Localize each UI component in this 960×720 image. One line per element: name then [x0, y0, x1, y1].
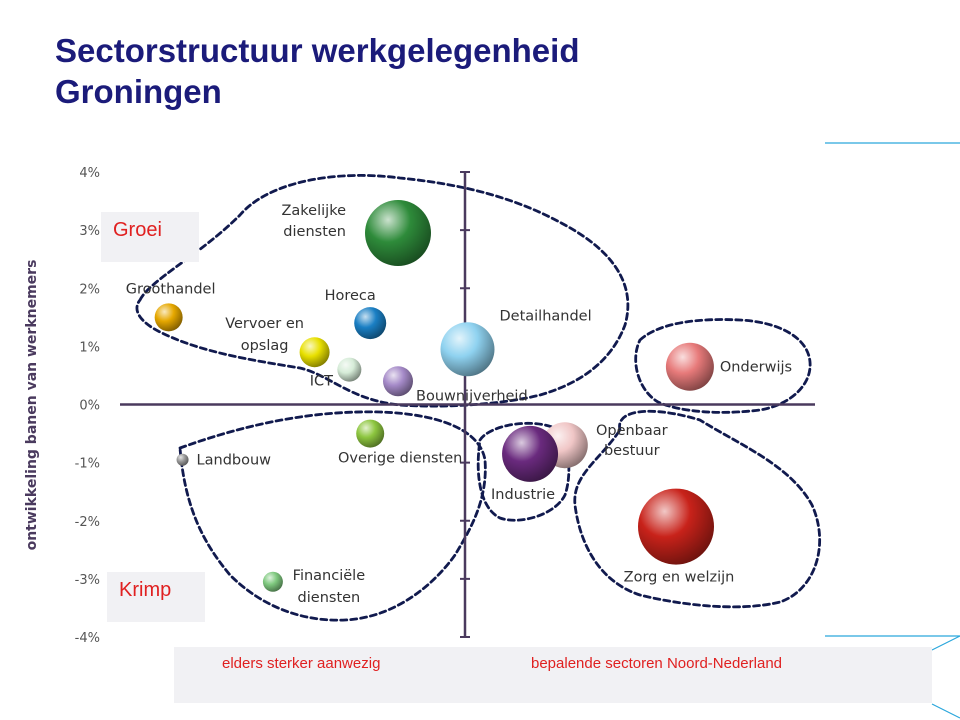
bubble-label-line: Landbouw	[197, 453, 272, 469]
page-title-line-1: Sectorstructuur werkgelegenheid	[55, 32, 580, 69]
bubble-label-line: diensten	[283, 224, 346, 240]
shrink-label-box: Krimp	[107, 572, 205, 622]
bubble-ict	[337, 357, 362, 382]
bubble-label-line: Detailhandel	[500, 308, 592, 324]
dashed-regions	[135, 174, 821, 622]
bubble-zakelijke-diensten	[365, 200, 431, 267]
footer-left-note: elders sterker aanwezig	[222, 655, 381, 672]
bubble-landbouw	[176, 453, 189, 466]
bubble-label: ICT	[310, 374, 333, 390]
bubble-label-line: Vervoer en	[225, 316, 304, 332]
bubble-label: Bouwnijverheid	[416, 388, 528, 404]
growth-label-box: Groei	[101, 212, 199, 262]
bubble-label-line: Industrie	[491, 487, 555, 503]
bubble-label-line: Onderwijs	[720, 360, 792, 376]
bubble-label: Vervoer en opslag	[225, 316, 304, 354]
y-axis-label: ontwikkeling banen van werknemers	[24, 260, 40, 551]
bubble-label-line: Zakelijke	[281, 203, 346, 219]
bubble-label-line: Overige diensten	[338, 451, 462, 467]
bubble-label: Groothandel	[126, 281, 216, 297]
bubble-label-line: opslag	[241, 338, 289, 354]
bubble-label-line: Groothandel	[126, 281, 216, 297]
bubble-label: Financiële diensten	[293, 568, 366, 606]
bubble-industrie	[502, 425, 559, 482]
bubble-label-line: Financiële	[293, 568, 366, 584]
bubble-label-line: bestuur	[604, 443, 660, 459]
y-tick-label: -3%	[75, 573, 100, 588]
bubble-label: Openbaar bestuur	[596, 423, 668, 459]
bubble-vervoer-en-opslag	[299, 337, 330, 368]
y-tick-label: -4%	[75, 631, 100, 646]
chart-axes: 4% 3% 2% 1% 0% -1% -2% -3% -4%	[75, 166, 815, 646]
bubble-label-line: ICT	[310, 374, 333, 390]
footer-legend: elders sterker aanwezig bepalende sector…	[174, 647, 932, 703]
bubble-zorg-en-welzijn	[638, 488, 714, 565]
y-tick-label: -1%	[75, 457, 100, 472]
bubble-label: Landbouw	[197, 453, 272, 469]
y-tick-label: 3%	[79, 224, 100, 239]
bubble-label-line: diensten	[298, 590, 361, 606]
bubble-label-line: Openbaar	[596, 423, 668, 439]
bubble-label: Horeca	[325, 288, 376, 304]
footer-right-note: bepalende sectoren Noord-Nederland	[531, 655, 783, 672]
growth-label: Groei	[113, 219, 162, 241]
y-tick-label: 0%	[79, 399, 100, 414]
accent-line-diagonal-1	[931, 635, 960, 651]
bubble-detailhandel	[440, 322, 495, 377]
dashed-region-4	[573, 409, 821, 609]
bubble-label: Onderwijs	[720, 360, 792, 376]
bubble-label: Zakelijke diensten	[281, 203, 346, 240]
bubble-label-line: Horeca	[325, 288, 376, 304]
bubble-bouwnijverheid	[383, 366, 413, 397]
accent-line-diagonal-2	[931, 703, 960, 719]
dashed-region-5	[634, 318, 812, 414]
bubble-label: Detailhandel	[500, 308, 592, 324]
bubble-horeca	[354, 307, 387, 340]
y-tick-label: 2%	[79, 282, 100, 297]
bubble-groothandel	[154, 303, 183, 332]
y-tick-label: 1%	[79, 340, 100, 355]
shrink-label: Krimp	[119, 579, 172, 601]
dashed-region-2	[178, 410, 487, 622]
bubble-label-line: Bouwnijverheid	[416, 388, 528, 404]
y-tick-label: 4%	[79, 166, 100, 181]
page-title: Sectorstructuur werkgelegenheid Groninge…	[55, 30, 815, 112]
bubble-overige-diensten	[356, 419, 385, 448]
dashed-region-1	[135, 174, 630, 408]
bubble-label-line: Zorg en welzijn	[624, 570, 735, 586]
bubble-label: Industrie	[491, 487, 555, 503]
bubble-label: Overige diensten	[338, 451, 462, 467]
bubble-onderwijs	[665, 342, 714, 391]
bubble-label: Zorg en welzijn	[624, 570, 735, 586]
dashed-region-3	[476, 421, 571, 522]
y-tick-label: -2%	[75, 515, 100, 530]
bubble-financi-le-diensten	[262, 571, 283, 592]
page-title-line-2: Groningen	[55, 73, 222, 110]
